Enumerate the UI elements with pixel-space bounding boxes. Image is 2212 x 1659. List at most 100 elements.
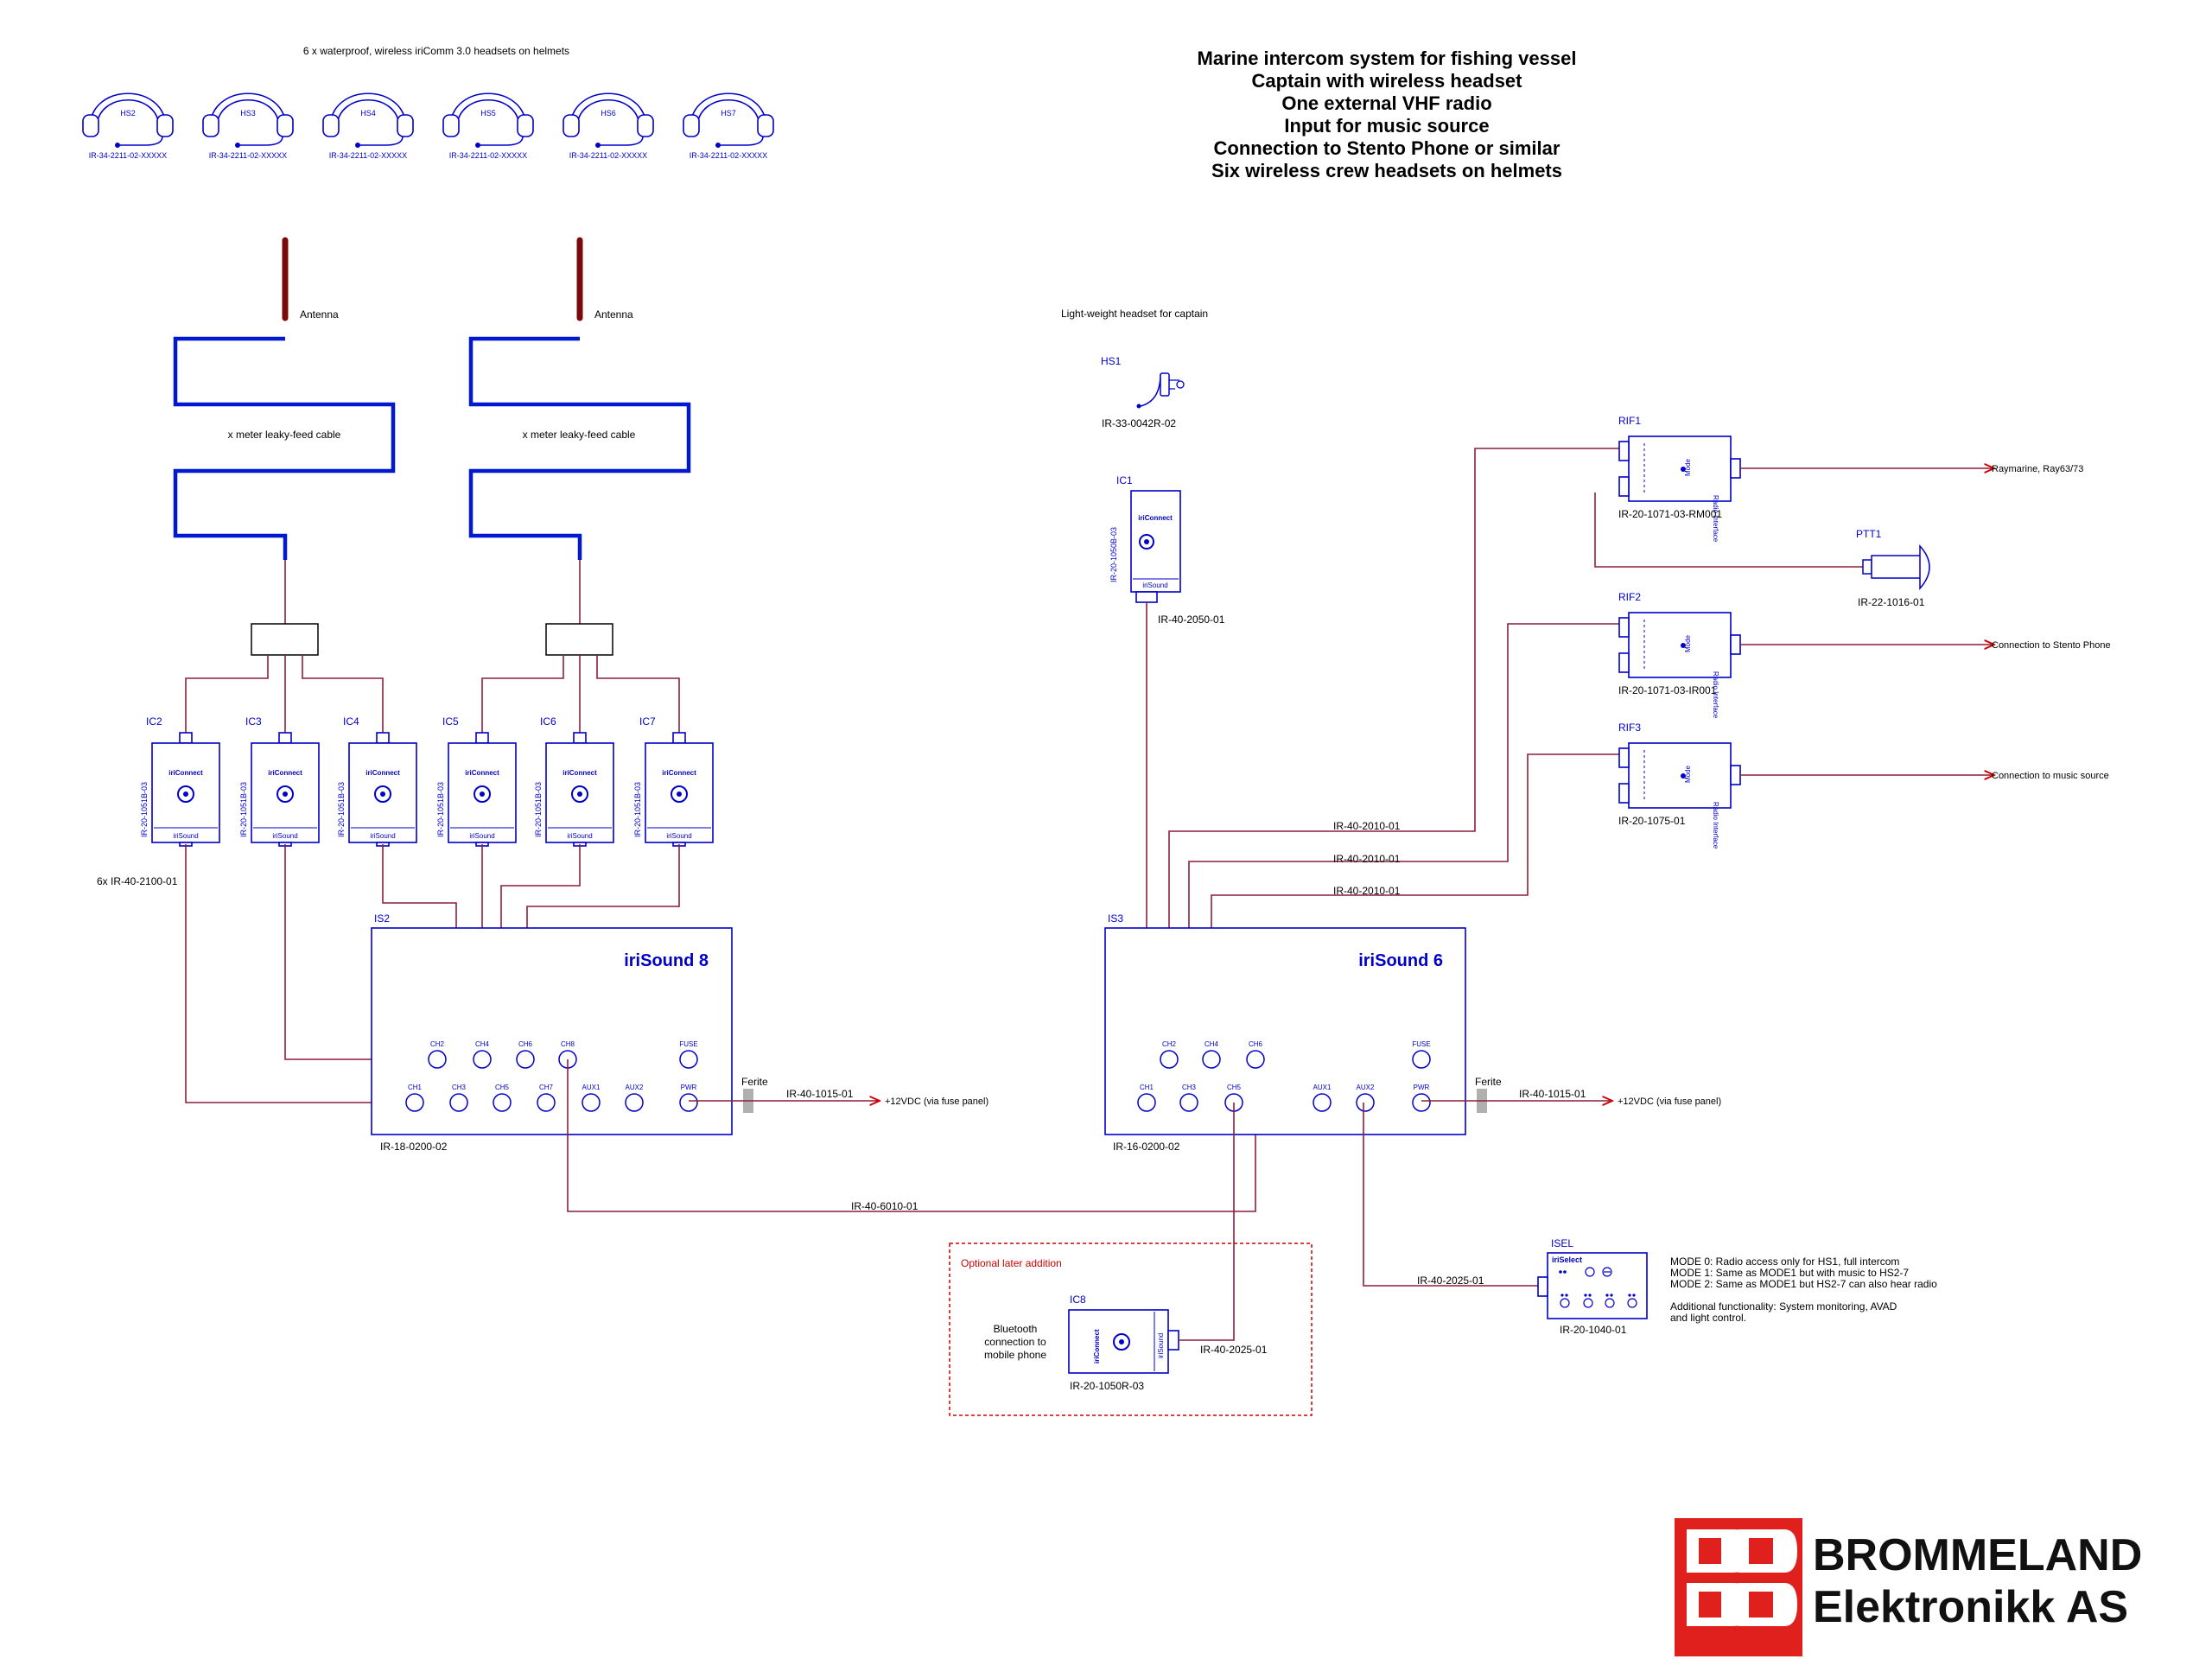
rif-side-label: Radio Interface bbox=[1712, 495, 1719, 543]
port-socket bbox=[537, 1093, 556, 1112]
port-socket bbox=[473, 1050, 492, 1069]
mode-led-icon bbox=[1681, 773, 1686, 779]
connect-cables-label: 6x IR-40-2100-01 bbox=[97, 875, 178, 887]
ic-id: IC5 bbox=[442, 715, 459, 728]
wireless-icon bbox=[276, 785, 294, 803]
optional-note: connection to bbox=[984, 1336, 1046, 1348]
rif-port-in bbox=[1618, 747, 1630, 768]
hs1-part: IR-33-0042R-02 bbox=[1102, 417, 1176, 429]
isel-part: IR-20-1040-01 bbox=[1560, 1324, 1627, 1336]
title-line: Captain with wireless headset bbox=[1252, 70, 1523, 92]
rif-port-out bbox=[1730, 765, 1741, 785]
port-socket bbox=[1202, 1050, 1221, 1069]
rif-port-out bbox=[1730, 634, 1741, 655]
port-socket bbox=[1160, 1050, 1179, 1069]
ic-part: IR-20-1051B-03 bbox=[337, 782, 346, 837]
optional-note: mobile phone bbox=[984, 1349, 1046, 1361]
port-ch3: CH3 bbox=[1179, 1084, 1198, 1112]
port-label: CH3 bbox=[452, 1084, 467, 1091]
ferrite-label: Ferite bbox=[1475, 1076, 1502, 1088]
rif-part: IR-20-1071-03-RM001 bbox=[1618, 508, 1722, 520]
ic-brand: iriConnect bbox=[465, 769, 499, 777]
light-icon bbox=[1585, 1267, 1595, 1277]
antenna-label: Antenna bbox=[300, 308, 339, 321]
captain-caption: Light-weight headset for captain bbox=[1061, 308, 1208, 320]
is3-power: Ferite IR-40-1015-01 +12VDC (via fuse pa… bbox=[1421, 1076, 1721, 1113]
isel-note: MODE 2: Same as MODE1 but HS2-7 can also… bbox=[1670, 1278, 1937, 1290]
ic8-brand: iriConnect bbox=[1093, 1329, 1101, 1363]
rif-port-in bbox=[1618, 441, 1630, 461]
headset-part: IR-34-2211-02-XXXXX bbox=[690, 151, 767, 160]
is3-id: IS3 bbox=[1108, 912, 1123, 925]
headset-part: IR-34-2211-02-XXXXX bbox=[89, 151, 167, 160]
link-cable: IR-40-6010-01 bbox=[567, 1059, 1256, 1212]
port-ch4: CH4 bbox=[473, 1040, 492, 1069]
ic1-id: IC1 bbox=[1116, 474, 1133, 486]
port-ch6: CH6 bbox=[516, 1040, 535, 1069]
ic1-cable-label: IR-40-2050-01 bbox=[1158, 613, 1225, 626]
ic-id: IC4 bbox=[343, 715, 359, 728]
port-label: PWR bbox=[1414, 1084, 1430, 1091]
iriconnect-group: IC2iriConnectiriSoundIR-20-1051B-03IC3ir… bbox=[140, 715, 714, 847]
hs1-id: HS1 bbox=[1101, 355, 1122, 367]
rif-port-ptt bbox=[1618, 476, 1630, 497]
port-label: AUX2 bbox=[1357, 1084, 1375, 1091]
rif-part: IR-20-1075-01 bbox=[1618, 815, 1686, 827]
rif-id: RIF1 bbox=[1618, 415, 1641, 427]
ic-antenna-port bbox=[278, 732, 292, 744]
logo-line-2: Elektronikk AS bbox=[1813, 1582, 2128, 1632]
ic-part: IR-20-1051B-03 bbox=[633, 782, 642, 837]
antenna-label: Antenna bbox=[594, 308, 633, 321]
wireless-icon bbox=[571, 785, 588, 803]
ic-id: IC3 bbox=[245, 715, 262, 728]
port-label: FUSE bbox=[679, 1040, 697, 1048]
splitter-box bbox=[545, 623, 613, 656]
rif-target-label: Raymarine, Ray63/73 bbox=[1992, 464, 2083, 474]
port-label: CH5 bbox=[1227, 1084, 1242, 1091]
port-socket bbox=[582, 1093, 601, 1112]
headsets-caption: 6 x waterproof, wireless iriComm 3.0 hea… bbox=[303, 45, 569, 57]
headset-icon bbox=[202, 92, 294, 148]
ic-bus: iriSound bbox=[567, 832, 592, 840]
ic1-bus: iriSound bbox=[1142, 582, 1167, 589]
ic-bus: iriSound bbox=[272, 832, 297, 840]
ferrite-label: Ferite bbox=[741, 1076, 768, 1088]
rif-side-label: Radio Interface bbox=[1712, 802, 1719, 849]
port-label: FUSE bbox=[1412, 1040, 1430, 1048]
rif-mode-label: Mode bbox=[1684, 634, 1692, 652]
ic-antenna-port bbox=[672, 732, 686, 744]
port-aux2: AUX2 bbox=[625, 1084, 644, 1112]
port-label: PWR bbox=[681, 1084, 697, 1091]
port-ch4: CH4 bbox=[1202, 1040, 1221, 1069]
ic8-id: IC8 bbox=[1070, 1294, 1086, 1306]
ic8-bus: iriSound bbox=[1157, 1333, 1165, 1358]
ic-part: IR-20-1051B-03 bbox=[534, 782, 543, 837]
captain-headset: Light-weight headset for captain HS1 IR-… bbox=[1061, 308, 1208, 429]
rif-box bbox=[1628, 612, 1732, 678]
ic-antenna-port bbox=[179, 732, 193, 744]
headset-icon bbox=[322, 92, 414, 148]
ic8-cable-label: IR-40-2025-01 bbox=[1200, 1344, 1268, 1356]
rif-port-ptt bbox=[1618, 652, 1630, 673]
port-ch2: CH2 bbox=[1160, 1040, 1179, 1069]
port-label: CH2 bbox=[430, 1040, 445, 1048]
port-pwr: PWR bbox=[679, 1084, 698, 1112]
ic1-part: IR-20-1050B-03 bbox=[1109, 527, 1118, 582]
link-cable-label: IR-40-6010-01 bbox=[851, 1200, 918, 1212]
ic-bus: iriSound bbox=[370, 832, 395, 840]
port-socket bbox=[1179, 1093, 1198, 1112]
title-line: Six wireless crew headsets on helmets bbox=[1211, 160, 1562, 181]
port-socket bbox=[1137, 1093, 1156, 1112]
rif3-cable-label: IR-40-2010-01 bbox=[1333, 885, 1401, 897]
lightweight-headset-icon bbox=[1136, 372, 1185, 409]
ic-bus: iriSound bbox=[666, 832, 691, 840]
